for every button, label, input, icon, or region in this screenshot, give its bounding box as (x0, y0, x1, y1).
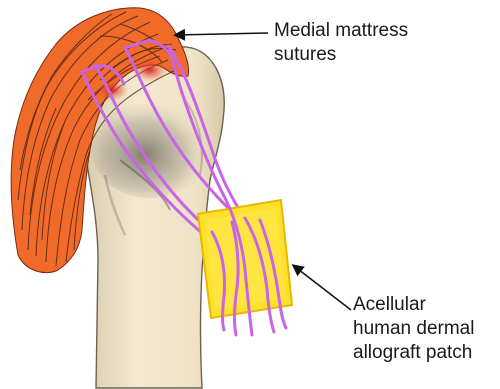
allograft-patch (198, 200, 292, 335)
label-patch-line2: human dermal (353, 317, 474, 341)
sutures-arrow (176, 33, 268, 35)
label-patch-line3: allograft patch (353, 341, 474, 365)
label-patch-line1: Acellular (353, 293, 474, 317)
patch-arrow (294, 266, 351, 310)
label-allograft-patch: Acellular human dermal allograft patch (353, 293, 474, 365)
label-medial-mattress-sutures: Medial mattress sutures (274, 19, 408, 67)
label-sutures-line1: Medial mattress (274, 19, 408, 43)
label-sutures-line2: sutures (274, 43, 408, 67)
